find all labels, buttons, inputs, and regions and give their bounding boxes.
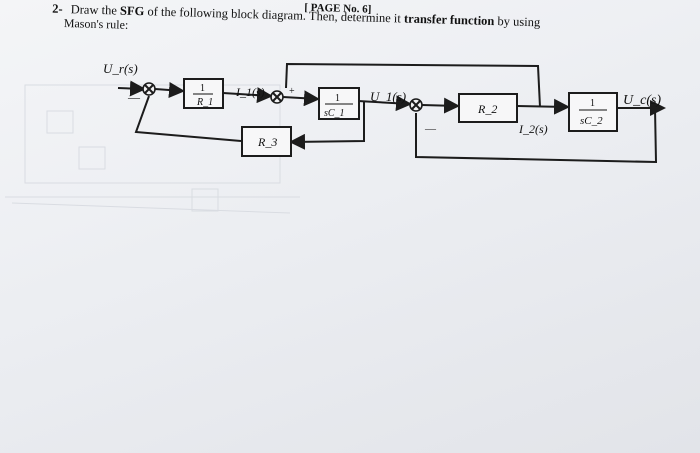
question-line2: Mason's rule: [64, 16, 129, 32]
block-r2-label: R_2 [477, 102, 497, 116]
block-r3-label: R_3 [257, 135, 277, 149]
question-header: [ PAGE No. 6] 2- Draw the SFG of the fol… [52, 2, 541, 32]
block-r3: R_3 [241, 126, 292, 157]
block-3-den: sC_2 [580, 115, 603, 127]
signal-i1-label: I_1(s) [235, 85, 265, 99]
block-1-den: R_1 [196, 97, 213, 108]
input-label: U_r(s) [103, 61, 138, 76]
question-number: 2- [52, 2, 63, 16]
block-2-den: sC_1 [324, 108, 345, 119]
question-sfg: SFG [120, 4, 145, 19]
sum1-minus-sign: — [127, 90, 141, 104]
block-1-num: 1 [200, 83, 205, 94]
sum-junction-2 [270, 90, 284, 104]
signal-wires [117, 62, 666, 164]
signal-i2-label: I_2(s) [518, 122, 548, 136]
output-label: U_c(s) [623, 93, 661, 108]
page-label: [ PAGE No. 6] [304, 2, 371, 16]
sum3-minus-sign: — [424, 123, 437, 135]
question-tf: transfer function [404, 12, 495, 29]
question-part3: by using [494, 14, 541, 29]
block-1-over-sc2: 1 sC_2 [568, 92, 618, 132]
sum-junction-1 [142, 82, 156, 96]
signal-u1-label: U_1(s) [370, 89, 406, 104]
question-part1: Draw the [71, 2, 121, 17]
block-2-num: 1 [335, 93, 340, 104]
sum-junction-3 [409, 98, 423, 112]
block-r2: R_2 [458, 93, 518, 123]
block-1-over-sc1: 1 sC_1 [318, 87, 360, 120]
block-1-over-r1: 1 R_1 [183, 78, 224, 109]
sum2-plus-sign: + [289, 86, 295, 97]
block-3-num: 1 [590, 98, 595, 109]
